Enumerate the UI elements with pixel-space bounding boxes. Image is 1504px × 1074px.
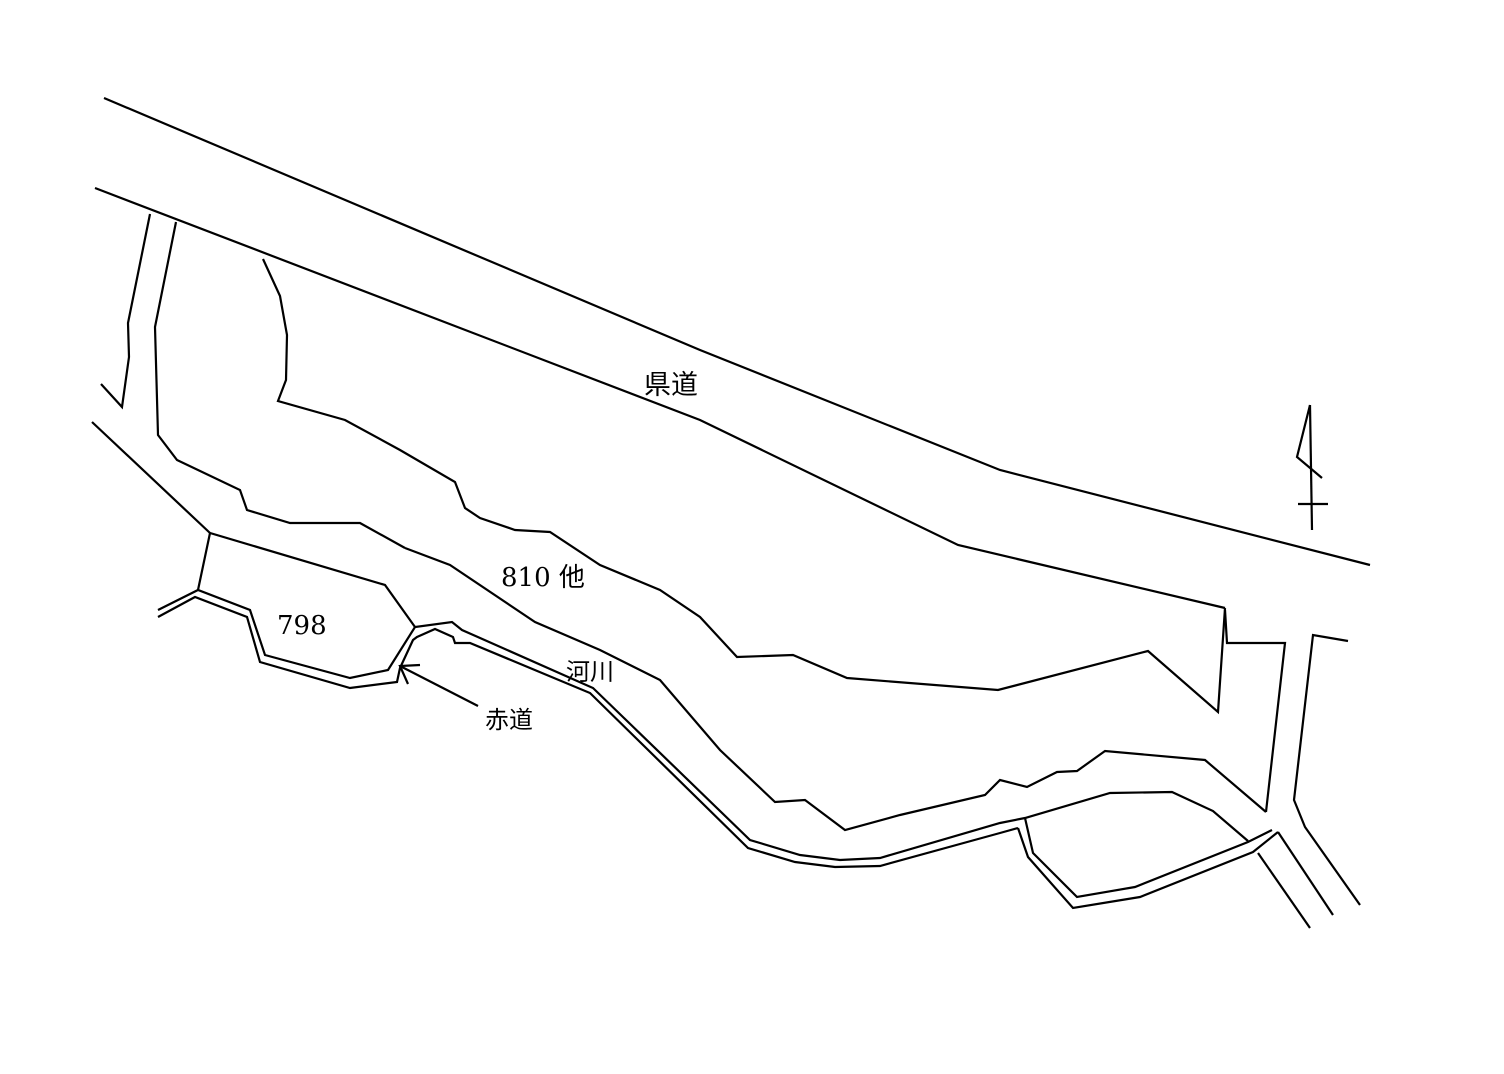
right-road-west-edge: [1257, 852, 1311, 929]
west-boundary-line: [91, 421, 211, 534]
left-lane-east-edge: [153, 221, 406, 549]
parcel-corner-line: [1223, 609, 1287, 813]
parcel-810-lower-boundary: [404, 546, 1267, 832]
arrowhead-icon: [398, 663, 421, 685]
red-road-pointer: [398, 663, 479, 707]
loop-outer-line: [1016, 827, 1279, 910]
red-road-label: 赤道: [485, 706, 533, 734]
river-lower-line: [157, 595, 1019, 869]
prefectural-road-label: 県道: [644, 370, 698, 401]
prefectural-road: [94, 96, 1371, 610]
river-channel: [157, 588, 1279, 910]
river-upper-line: [157, 588, 1249, 862]
right-road-mid-line: [1277, 831, 1334, 916]
road-upper-edge: [103, 96, 1371, 567]
pointer-line: [399, 665, 479, 707]
road-lower-edge: [94, 186, 1226, 610]
parcel-798-boundary: [91, 421, 416, 628]
parcel-798-label: 798: [277, 611, 327, 641]
left-lane: [100, 213, 406, 549]
parcel-810-boundary: [262, 258, 1287, 832]
river-label: 河川: [566, 658, 614, 686]
right-road-east-edge: [1292, 633, 1361, 906]
north-arrow-icon: [1295, 404, 1328, 531]
parcel-810-label: 810 他: [501, 563, 585, 593]
left-lane-west-edge: [100, 213, 152, 410]
parcel-798-north: [196, 531, 416, 628]
right-road: [1257, 633, 1361, 929]
loop-inner-line: [1023, 817, 1273, 899]
parcel-810-upper-boundary: [262, 258, 1227, 715]
